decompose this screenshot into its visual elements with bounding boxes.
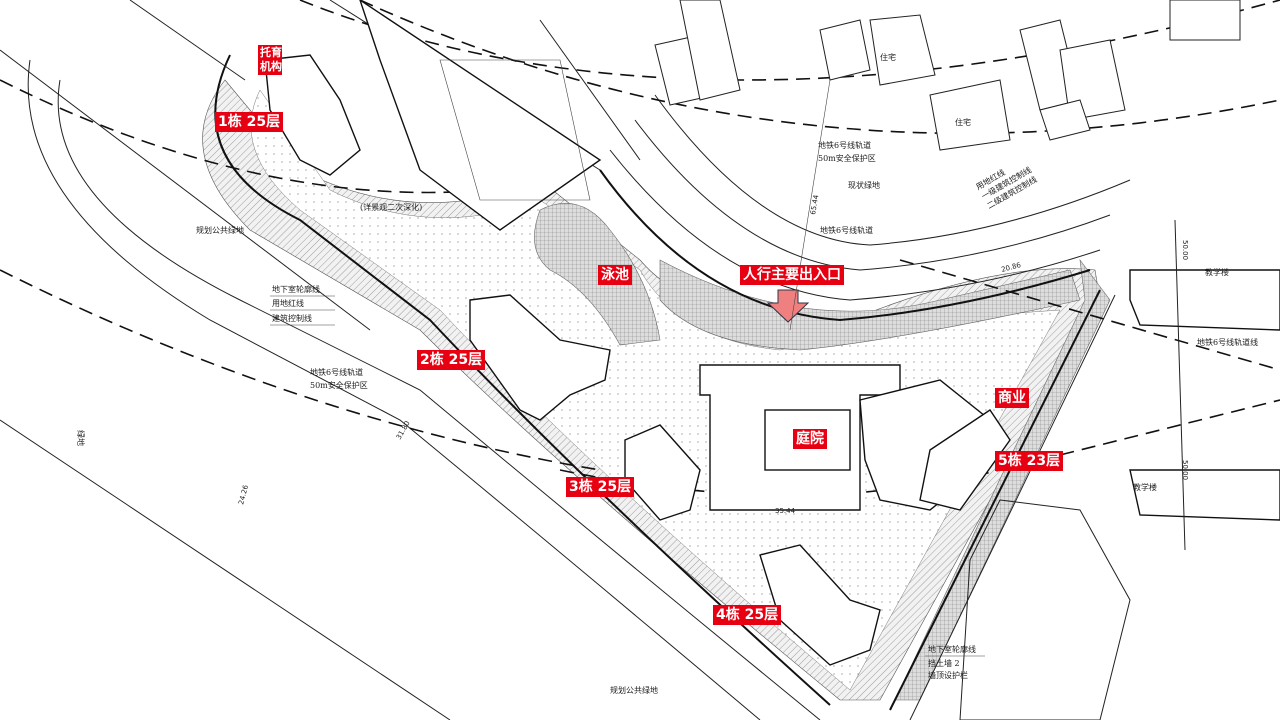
svg-text:用地红线: 用地红线: [272, 298, 304, 308]
svg-text:35.44: 35.44: [775, 507, 796, 515]
svg-text:50.00: 50.00: [1181, 460, 1189, 480]
building-1-label: 1栋 25层: [215, 112, 284, 132]
commercial-label: 商业: [995, 388, 1029, 408]
svg-text:教学楼: 教学楼: [1133, 482, 1157, 492]
svg-text:绿地: 绿地: [76, 430, 86, 446]
svg-text:24.26: 24.26: [237, 484, 250, 506]
svg-text:31.80: 31.80: [395, 420, 412, 441]
svg-text:建筑控制线: 建筑控制线: [272, 313, 312, 323]
planned-green-label: 规划公共绿地: [196, 225, 244, 235]
building-4-label: 4栋 25层: [713, 605, 782, 625]
svg-text:50m安全保护区: 50m安全保护区: [818, 153, 876, 163]
svg-text:地铁6号线轨道: 地铁6号线轨道: [820, 225, 873, 235]
pool-label: 泳池: [598, 265, 632, 285]
metro-zone-label: 地铁6号线轨道: [818, 140, 871, 150]
main-entrance-label: 人行主要出入口: [740, 265, 844, 285]
building-2-label: 2栋 25层: [417, 350, 486, 370]
pool-area: [534, 203, 661, 346]
building-3-label: 3栋 25层: [566, 477, 635, 497]
svg-text:挡土墙 2: 挡土墙 2: [928, 658, 960, 668]
entrance-arrow: [766, 289, 810, 323]
building-5-label: 5栋 23层: [995, 451, 1064, 471]
svg-text:(详景观二次深化): (详景观二次深化): [360, 202, 422, 212]
metro-zone-label: 地铁6号线轨道: [310, 367, 363, 377]
nursery-label: 托育机构: [258, 45, 282, 75]
svg-text:住宅: 住宅: [880, 52, 896, 62]
planned-green-label: 规划公共绿地: [610, 685, 658, 695]
east-strip: [894, 258, 1111, 701]
svg-text:住宅: 住宅: [955, 117, 971, 127]
svg-text:65.44: 65.44: [809, 194, 820, 216]
svg-text:教学楼: 教学楼: [1205, 267, 1229, 277]
control-legend: 用地红线 一级建筑控制线 二级建筑控制线: [974, 165, 1038, 211]
courtyard-label: 庭院: [793, 429, 827, 449]
svg-text:50m安全保护区: 50m安全保护区: [310, 380, 368, 390]
project-buildings: [264, 54, 1011, 666]
svg-text:地铁6号线轨道线: 地铁6号线轨道线: [1197, 337, 1258, 347]
existing-residences: [654, 0, 1241, 151]
svg-text:50.00: 50.00: [1181, 240, 1189, 260]
boundary-legend: 地下室轮廓线 用地红线 建筑控制线: [270, 284, 335, 326]
svg-text:现状绿地: 现状绿地: [848, 180, 880, 190]
svg-text:地下室轮廓线: 地下室轮廓线: [272, 284, 320, 294]
svg-text:地下室轮廓线: 地下室轮廓线: [928, 644, 976, 654]
svg-text:墙顶设护栏: 墙顶设护栏: [928, 670, 968, 680]
bottom-legend: 地下室轮廓线 挡土墙 2 墙顶设护栏: [925, 644, 985, 680]
